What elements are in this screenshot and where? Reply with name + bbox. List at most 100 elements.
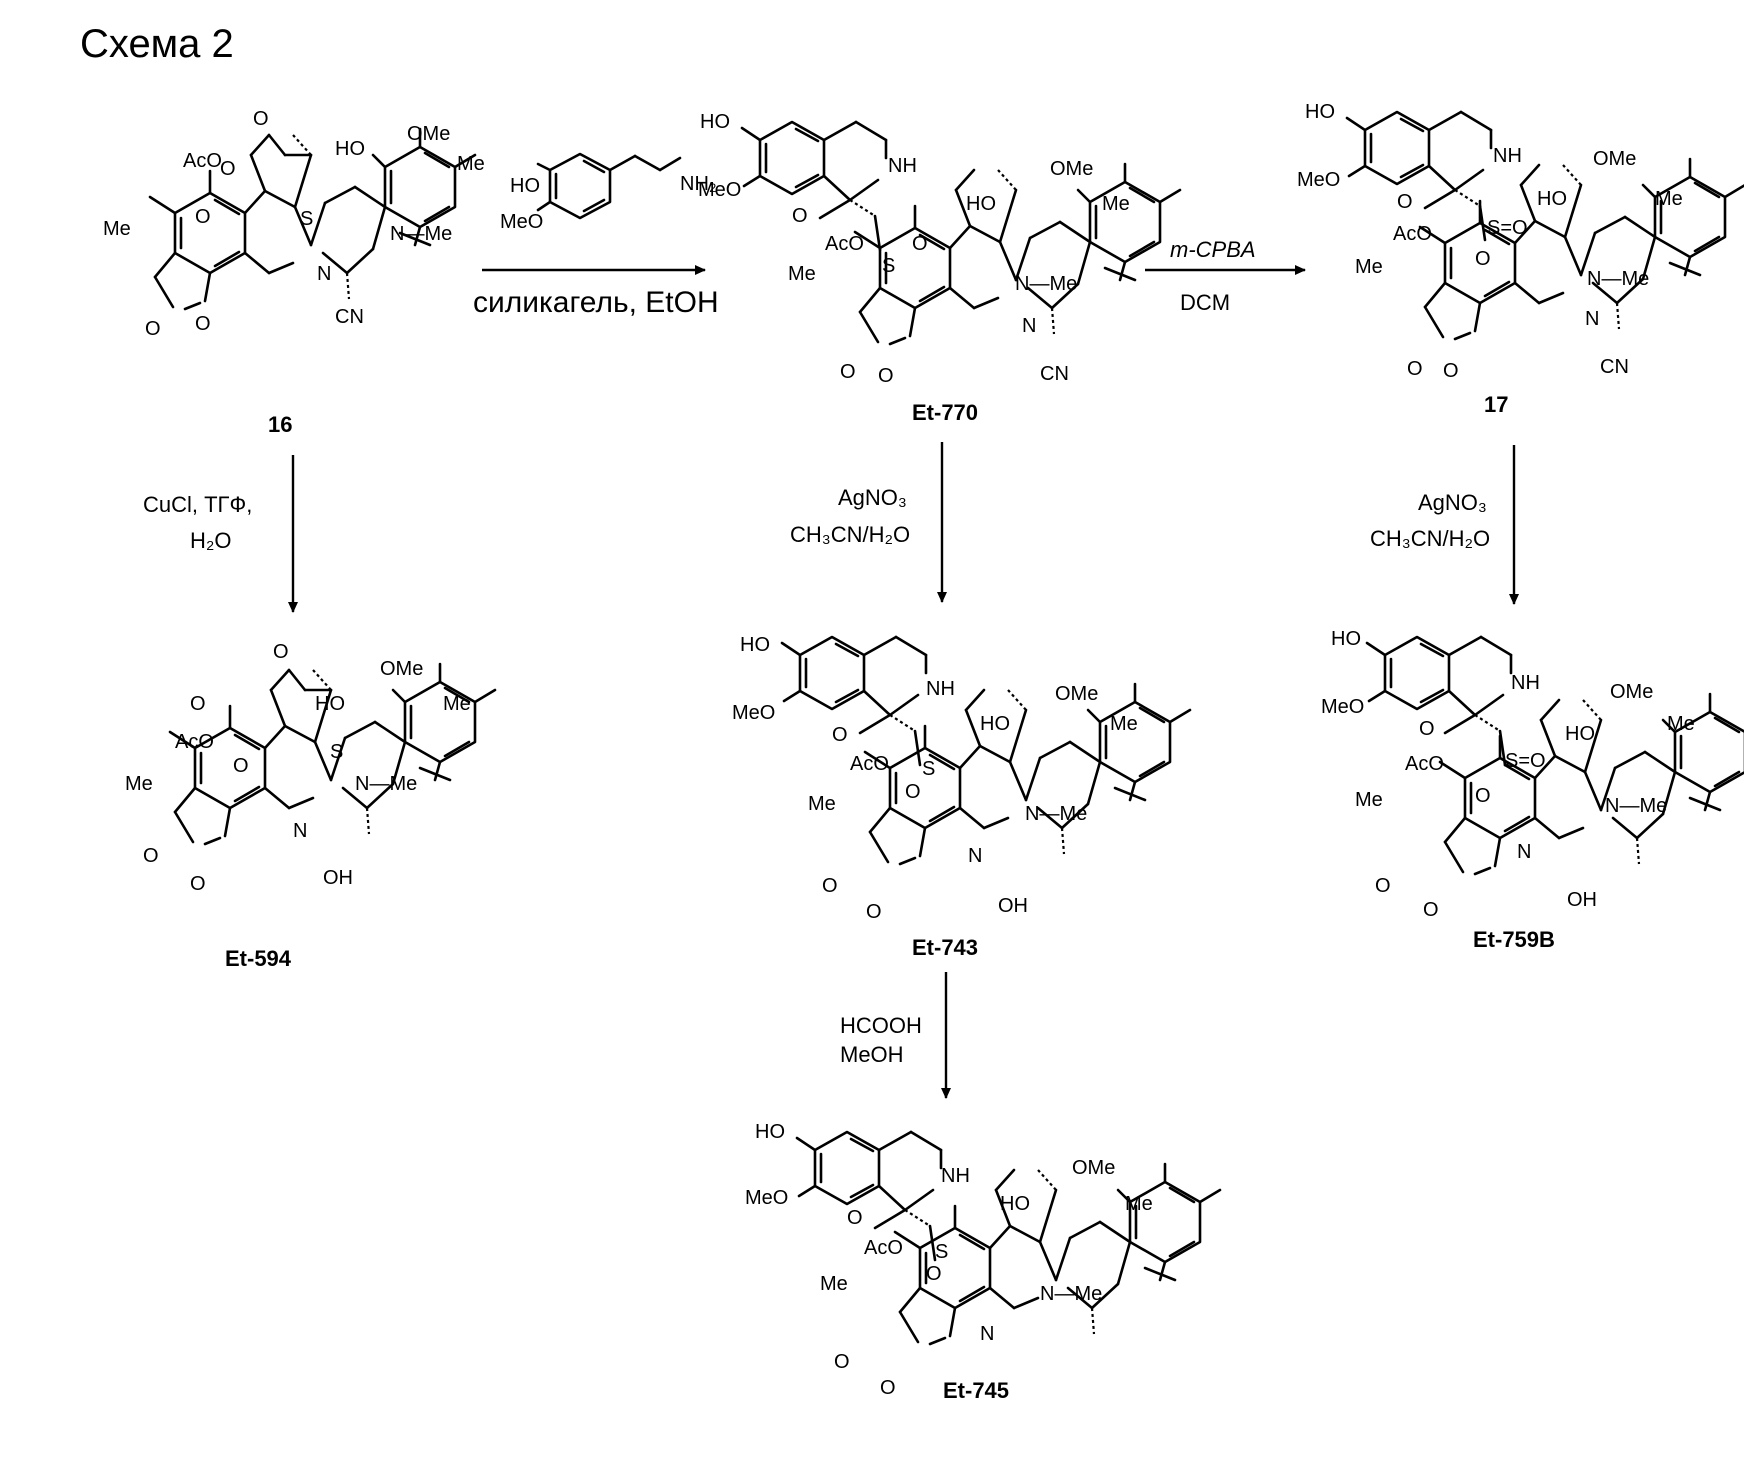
atom-label: O — [253, 108, 269, 130]
compound-et745-structure: HO MeO NH O S — [745, 1121, 970, 1263]
atom-label: CN — [1040, 363, 1069, 385]
atom-label: CN — [1600, 356, 1629, 378]
atom-label: Me — [457, 153, 485, 175]
atom-label: Me — [1667, 713, 1695, 735]
atom-label: N—Me — [355, 773, 417, 795]
atom-label: O — [195, 313, 211, 335]
condition-16-to-et770: силикагель, EtOH — [473, 286, 719, 319]
atom-label: Me — [808, 793, 836, 815]
atom-label: NH — [888, 155, 917, 177]
atom-label: HO — [510, 175, 540, 197]
atom-label: OH — [1567, 889, 1597, 911]
atom-label: O — [912, 233, 928, 255]
atom-label: OMe — [1610, 681, 1653, 703]
atom-label: OMe — [1593, 148, 1636, 170]
compound-label-et745: Et-745 — [943, 1378, 1009, 1403]
atom-label: O — [273, 641, 289, 663]
atom-label: OH — [323, 867, 353, 889]
atom-label: Me — [125, 773, 153, 795]
atom-label: HO — [980, 713, 1010, 735]
condition-16-to-et594-l2: H₂O — [190, 528, 232, 553]
condition-et743-to-et745-l1: HCOOH — [840, 1013, 922, 1038]
compound-label-et743: Et-743 — [912, 935, 978, 960]
compound-et759b-core: AcO Me O N HO OMe Me N—Me O O OH — [1355, 681, 1744, 921]
atom-label: MeO — [1297, 169, 1340, 191]
atom-label: HO — [740, 634, 770, 656]
atom-label: O — [1475, 248, 1491, 270]
atom-label: O — [1423, 899, 1439, 921]
atom-label: O — [1375, 875, 1391, 897]
atom-label: NH — [941, 1165, 970, 1187]
atom-label: O — [233, 755, 249, 777]
atom-label: HO — [1565, 723, 1595, 745]
atom-label: HO — [1000, 1193, 1030, 1215]
atom-label: S — [922, 758, 935, 780]
atom-label: O — [1419, 718, 1435, 740]
atom-label: N—Me — [390, 223, 452, 245]
atom-label: N—Me — [1040, 1283, 1102, 1305]
condition-et770-to-et743-l1: AgNO₃ — [838, 485, 907, 510]
atom-label: O — [880, 1377, 896, 1399]
atom-label: N — [293, 820, 307, 842]
compound-et594-structure: O O S AcO Me O N HO OMe Me N—Me O O OH — [125, 641, 495, 895]
atom-label: OMe — [1055, 683, 1098, 705]
atom-label: O — [905, 781, 921, 803]
atom-label: Me — [1110, 713, 1138, 735]
compound-label-16: 16 — [268, 412, 292, 437]
atom-label: Me — [1125, 1193, 1153, 1215]
compound-et770-core: AcO Me O N HO OMe Me N—Me O O CN — [788, 158, 1180, 387]
atom-label: O — [840, 361, 856, 383]
atom-label: O — [866, 901, 882, 923]
atom-label: HO — [755, 1121, 785, 1143]
atom-label: AcO — [850, 753, 889, 775]
condition-et770-to-17-bottom: DCM — [1180, 290, 1230, 315]
atom-label: Me — [1655, 188, 1683, 210]
atom-label: O — [1475, 785, 1491, 807]
compound-et759b-structure: HO MeO NH O S=O — [1321, 628, 1546, 772]
atom-label: NH — [1511, 672, 1540, 694]
atom-label: Me — [788, 263, 816, 285]
atom-label: O — [878, 365, 894, 387]
atom-label: HO — [1537, 188, 1567, 210]
atom-label: O — [190, 873, 206, 895]
atom-label: N — [980, 1323, 994, 1345]
atom-label: MeO — [500, 211, 543, 233]
condition-et770-to-et743-l2: CH₃CN/H₂O — [790, 522, 910, 547]
atom-label: O — [1397, 191, 1413, 213]
atom-label: O — [847, 1207, 863, 1229]
compound-label-et770: Et-770 — [912, 400, 978, 425]
condition-17-to-et759b-l1: AgNO₃ — [1418, 490, 1487, 515]
atom-label: Me — [1102, 193, 1130, 215]
condition-et743-to-et745-l2: MeOH — [840, 1042, 904, 1067]
atom-label: CN — [335, 306, 364, 328]
atom-label: AcO — [175, 731, 214, 753]
atom-label: NH — [1493, 145, 1522, 167]
atom-label: OMe — [380, 658, 423, 680]
atom-label: O — [792, 205, 808, 227]
atom-label: O — [143, 845, 159, 867]
atom-label: O — [832, 724, 848, 746]
atom-label: AcO — [864, 1237, 903, 1259]
atom-label: HO — [1331, 628, 1361, 650]
atom-label: MeO — [745, 1187, 788, 1209]
atom-label: S — [935, 1241, 948, 1263]
reagent-structure: HO MeO NH₂ — [500, 154, 717, 233]
atom-label: O — [834, 1351, 850, 1373]
atom-label: N — [1022, 315, 1036, 337]
atom-label: N—Me — [1025, 803, 1087, 825]
atom-label: O — [220, 158, 236, 180]
compound-et743-structure: HO MeO NH O S — [732, 634, 955, 780]
atom-label: S — [330, 741, 343, 763]
atom-label: O — [926, 1263, 942, 1285]
atom-label: N — [1517, 841, 1531, 863]
condition-16-to-et594-l1: CuCl, ТГФ, — [143, 492, 252, 517]
atom-label: O — [822, 875, 838, 897]
atom-label: OH — [998, 895, 1028, 917]
compound-16-structure: O O S AcO Me O N HO OMe Me N—Me O O CN — [103, 108, 485, 340]
atom-label: AcO — [1405, 753, 1444, 775]
atom-label: N—Me — [1587, 268, 1649, 290]
atom-label: S — [882, 255, 895, 277]
atom-label: S — [300, 208, 313, 230]
compound-et770-structure: HO MeO NH O S — [698, 111, 917, 277]
